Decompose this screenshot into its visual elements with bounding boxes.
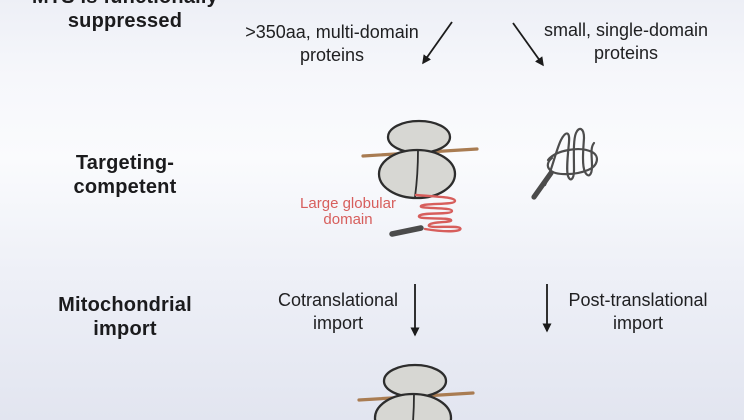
branch-label-line: proteins <box>299 45 365 65</box>
down-left-arrow-icon <box>422 21 453 65</box>
annotation-large-globular-domain: Large globular domain <box>287 196 409 228</box>
down-right-arrow-icon <box>512 22 544 67</box>
import-label-cotranslational: Cotranslational import <box>253 289 423 335</box>
stage-label-line: Targeting- <box>75 152 175 174</box>
branch-label-multi-domain: >350aa, multi-domain proteins <box>227 21 437 67</box>
stage-label-line: Mitochondrial <box>58 294 192 316</box>
branch-label-single-domain: small, single-domain proteins <box>521 19 731 65</box>
stage-label-line: import <box>93 318 157 340</box>
stage-label-line: MTS is functionally <box>5 0 245 9</box>
presequence-segment <box>389 225 424 237</box>
annotation-line: domain <box>323 211 373 228</box>
annotation-line: Large globular <box>300 195 396 212</box>
import-label-line: Cotranslational <box>277 290 399 310</box>
stage-label-line: competent <box>73 176 177 198</box>
import-label-line: import <box>612 313 663 333</box>
presequence-segment <box>531 170 554 200</box>
stage-label-line: suppressed <box>67 10 183 32</box>
nascent-chain-illustration <box>389 193 462 237</box>
bottom-ribosome-illustration <box>357 363 475 420</box>
small-protein-illustration <box>531 127 598 200</box>
ribosome-illustration <box>361 119 479 200</box>
import-label-line: import <box>312 313 363 333</box>
stage-label-mitochondrial-import: Mitochondrial import <box>5 293 245 341</box>
import-label-posttranslational: Post-translational import <box>553 289 723 335</box>
stage-label-targeting-competent: Targeting- competent <box>5 151 245 199</box>
branch-label-line: small, single-domain <box>543 20 709 40</box>
branch-label-line: proteins <box>593 43 659 63</box>
branch-label-line: >350aa, multi-domain <box>245 22 419 42</box>
stage-label-mts-suppressed: MTS is functionally suppressed <box>5 0 245 33</box>
import-label-line: Post-translational <box>568 290 708 310</box>
